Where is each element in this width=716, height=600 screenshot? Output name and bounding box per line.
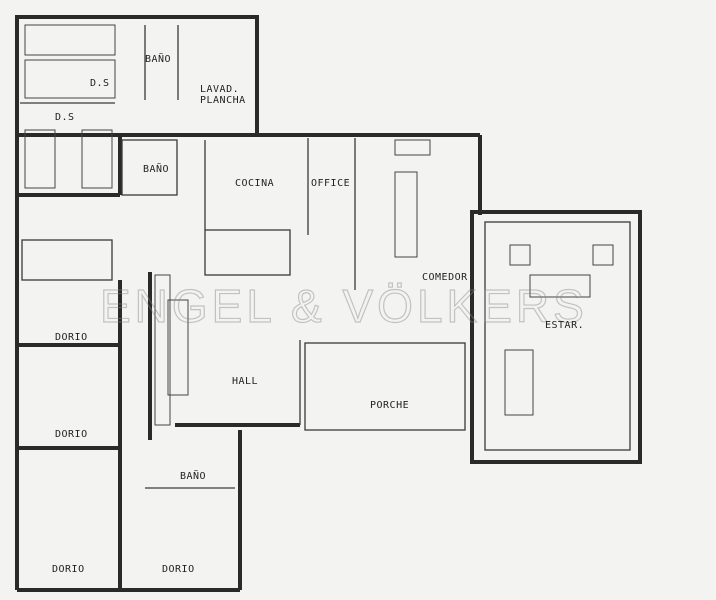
label-bano-top: BAÑO	[145, 52, 171, 65]
label-ds-top: D.S	[90, 78, 110, 89]
label-office: OFFICE	[311, 178, 350, 189]
label-estar: ESTAR.	[545, 320, 584, 331]
label-dorio-1: DORIO	[55, 332, 88, 343]
watermark: ENGEL & VÖLKERS	[100, 280, 588, 332]
label-dorio-3: DORIO	[52, 564, 85, 575]
label-comedor: COMEDOR	[422, 272, 468, 283]
label-plancha: PLANCHA	[200, 95, 246, 106]
label-bano-mid: BAÑO	[143, 162, 169, 175]
label-ds-second: D.S	[55, 112, 75, 123]
label-bano-bottom: BAÑO	[180, 469, 206, 482]
label-hall: HALL	[232, 376, 258, 387]
label-dorio-2: DORIO	[55, 429, 88, 440]
label-cocina: COCINA	[235, 178, 274, 189]
label-lavad: LAVAD.	[200, 84, 239, 95]
walls	[15, 15, 642, 592]
room-labels: D.S BAÑO LAVAD. PLANCHA D.S BAÑO COCINA …	[52, 52, 584, 575]
label-dorio-4: DORIO	[162, 564, 195, 575]
label-porche: PORCHE	[370, 400, 409, 411]
furniture	[24, 24, 614, 426]
